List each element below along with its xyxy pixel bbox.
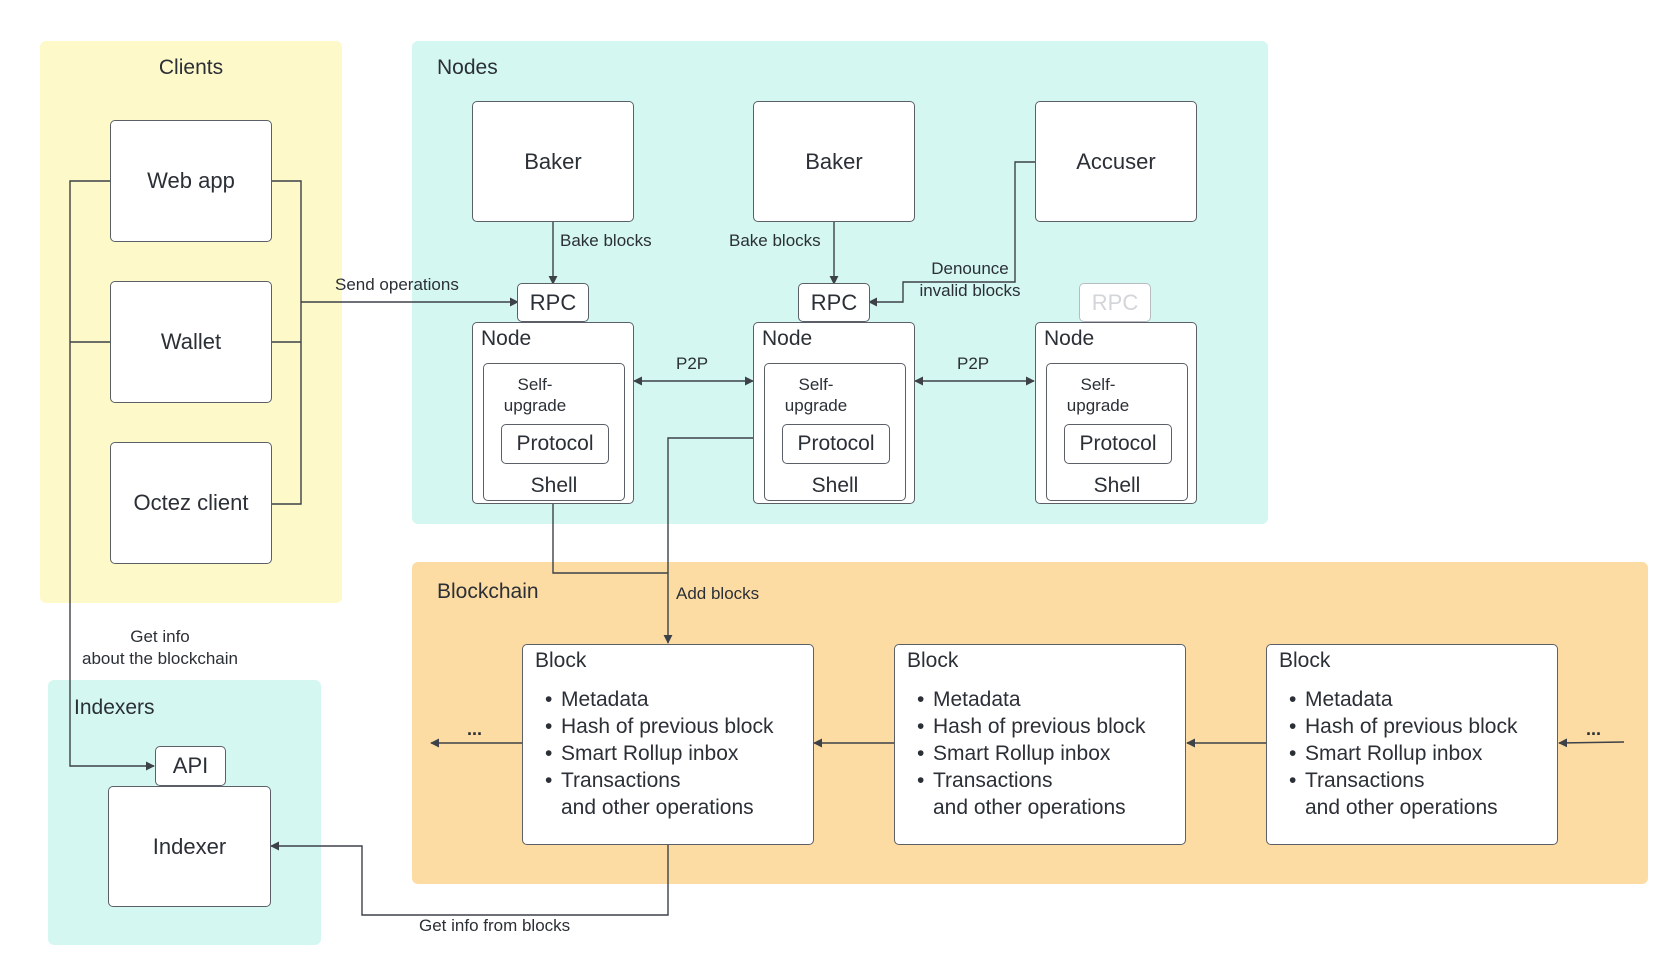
block-item: Metadata: [1289, 686, 1517, 713]
label-get-info-chain: Get info about the blockchain: [82, 627, 238, 668]
block-item-cont: and other operations: [561, 796, 754, 819]
wallet-box: Wallet: [110, 281, 272, 403]
rpc-tag-1: RPC: [517, 283, 589, 322]
label-p2p-1: P2P: [676, 354, 709, 373]
block-item: Smart Rollup inbox: [1289, 740, 1517, 767]
protocol-box-2: Protocol: [782, 424, 890, 464]
edge-get-info-chain: [69, 180, 155, 771]
edge-add-blocks: [663, 437, 753, 644]
ellipsis-right: ...: [1586, 719, 1602, 739]
protocol-box-3: Protocol: [1064, 424, 1172, 464]
label-send-operations: Send operations: [335, 275, 459, 294]
block-items-3: Metadata Hash of previous block Smart Ro…: [1289, 686, 1517, 821]
block-item: Hash of previous block: [917, 713, 1145, 740]
node-title-2: Node: [762, 327, 813, 350]
shell-box-2: Self- upgrade Protocol Shell: [764, 363, 906, 501]
blockchain-title: Blockchain: [437, 580, 539, 603]
block-title-2: Block: [907, 649, 959, 672]
edge-shell1-add: [552, 503, 668, 574]
block-item-cont: and other operations: [1305, 796, 1498, 819]
block-box-2: Block Metadata Hash of previous block Sm…: [894, 644, 1186, 845]
baker-box-2: Baker: [753, 101, 915, 222]
block-item: Hash of previous block: [1289, 713, 1517, 740]
block-item: Smart Rollup inbox: [917, 740, 1145, 767]
label-bake-blocks-1: Bake blocks: [560, 231, 652, 250]
block-items-1: Metadata Hash of previous block Smart Ro…: [545, 686, 773, 821]
web-app-box: Web app: [110, 120, 272, 242]
shell-label-1: Shell: [530, 474, 578, 497]
indexers-title: Indexers: [74, 696, 155, 719]
edge-denounce: [868, 161, 1035, 307]
self-upgrade-label-2: Self- upgrade: [784, 375, 848, 415]
block-item: Transactions: [545, 767, 773, 794]
self-upgrade-label-3: Self- upgrade: [1066, 375, 1130, 415]
block-title-1: Block: [535, 649, 587, 672]
rpc-tag-2: RPC: [798, 283, 870, 322]
api-tag: API: [155, 746, 226, 786]
accuser-box: Accuser: [1035, 101, 1197, 222]
block-item: Metadata: [545, 686, 773, 713]
shell-label-3: Shell: [1093, 474, 1141, 497]
clients-title: Clients: [158, 56, 224, 79]
edge-get-info-blocks: [270, 841, 669, 916]
indexer-box: Indexer: [108, 786, 271, 907]
node-title-3: Node: [1044, 327, 1095, 350]
nodes-title: Nodes: [437, 56, 498, 79]
label-denounce: Denounce invalid blocks: [919, 259, 1021, 300]
shell-box-3: Self- upgrade Protocol Shell: [1046, 363, 1188, 501]
block-item: Metadata: [917, 686, 1145, 713]
node-box-3: Node Self- upgrade Protocol Shell: [1035, 322, 1197, 504]
block-box-3: Block Metadata Hash of previous block Sm…: [1266, 644, 1558, 845]
block-item-cont: and other operations: [933, 796, 1126, 819]
protocol-box-1: Protocol: [501, 424, 609, 464]
shell-box-1: Self- upgrade Protocol Shell: [483, 363, 625, 501]
label-add-blocks: Add blocks: [676, 584, 760, 603]
ellipsis-left: ...: [467, 719, 483, 739]
label-get-info-blocks: Get info from blocks: [419, 916, 571, 935]
rpc-tag-3: RPC: [1079, 283, 1151, 322]
block-box-1: Block Metadata Hash of previous block Sm…: [522, 644, 814, 845]
block-item: Smart Rollup inbox: [545, 740, 773, 767]
label-bake-blocks-2: Bake blocks: [729, 231, 821, 250]
block-title-3: Block: [1279, 649, 1331, 672]
label-p2p-2: P2P: [957, 354, 990, 373]
node-title-1: Node: [481, 327, 532, 350]
self-upgrade-label-1: Self- upgrade: [503, 375, 567, 415]
shell-label-2: Shell: [811, 474, 859, 497]
node-box-2: Node Self- upgrade Protocol Shell: [753, 322, 915, 504]
octez-client-box: Octez client: [110, 442, 272, 564]
baker-box-1: Baker: [472, 101, 634, 222]
block-items-2: Metadata Hash of previous block Smart Ro…: [917, 686, 1145, 821]
block-item: Transactions: [917, 767, 1145, 794]
block-item: Hash of previous block: [545, 713, 773, 740]
node-box-1: Node Self- upgrade Protocol Shell: [472, 322, 634, 504]
block-item: Transactions: [1289, 767, 1517, 794]
edge-next-block3: [1558, 738, 1625, 748]
